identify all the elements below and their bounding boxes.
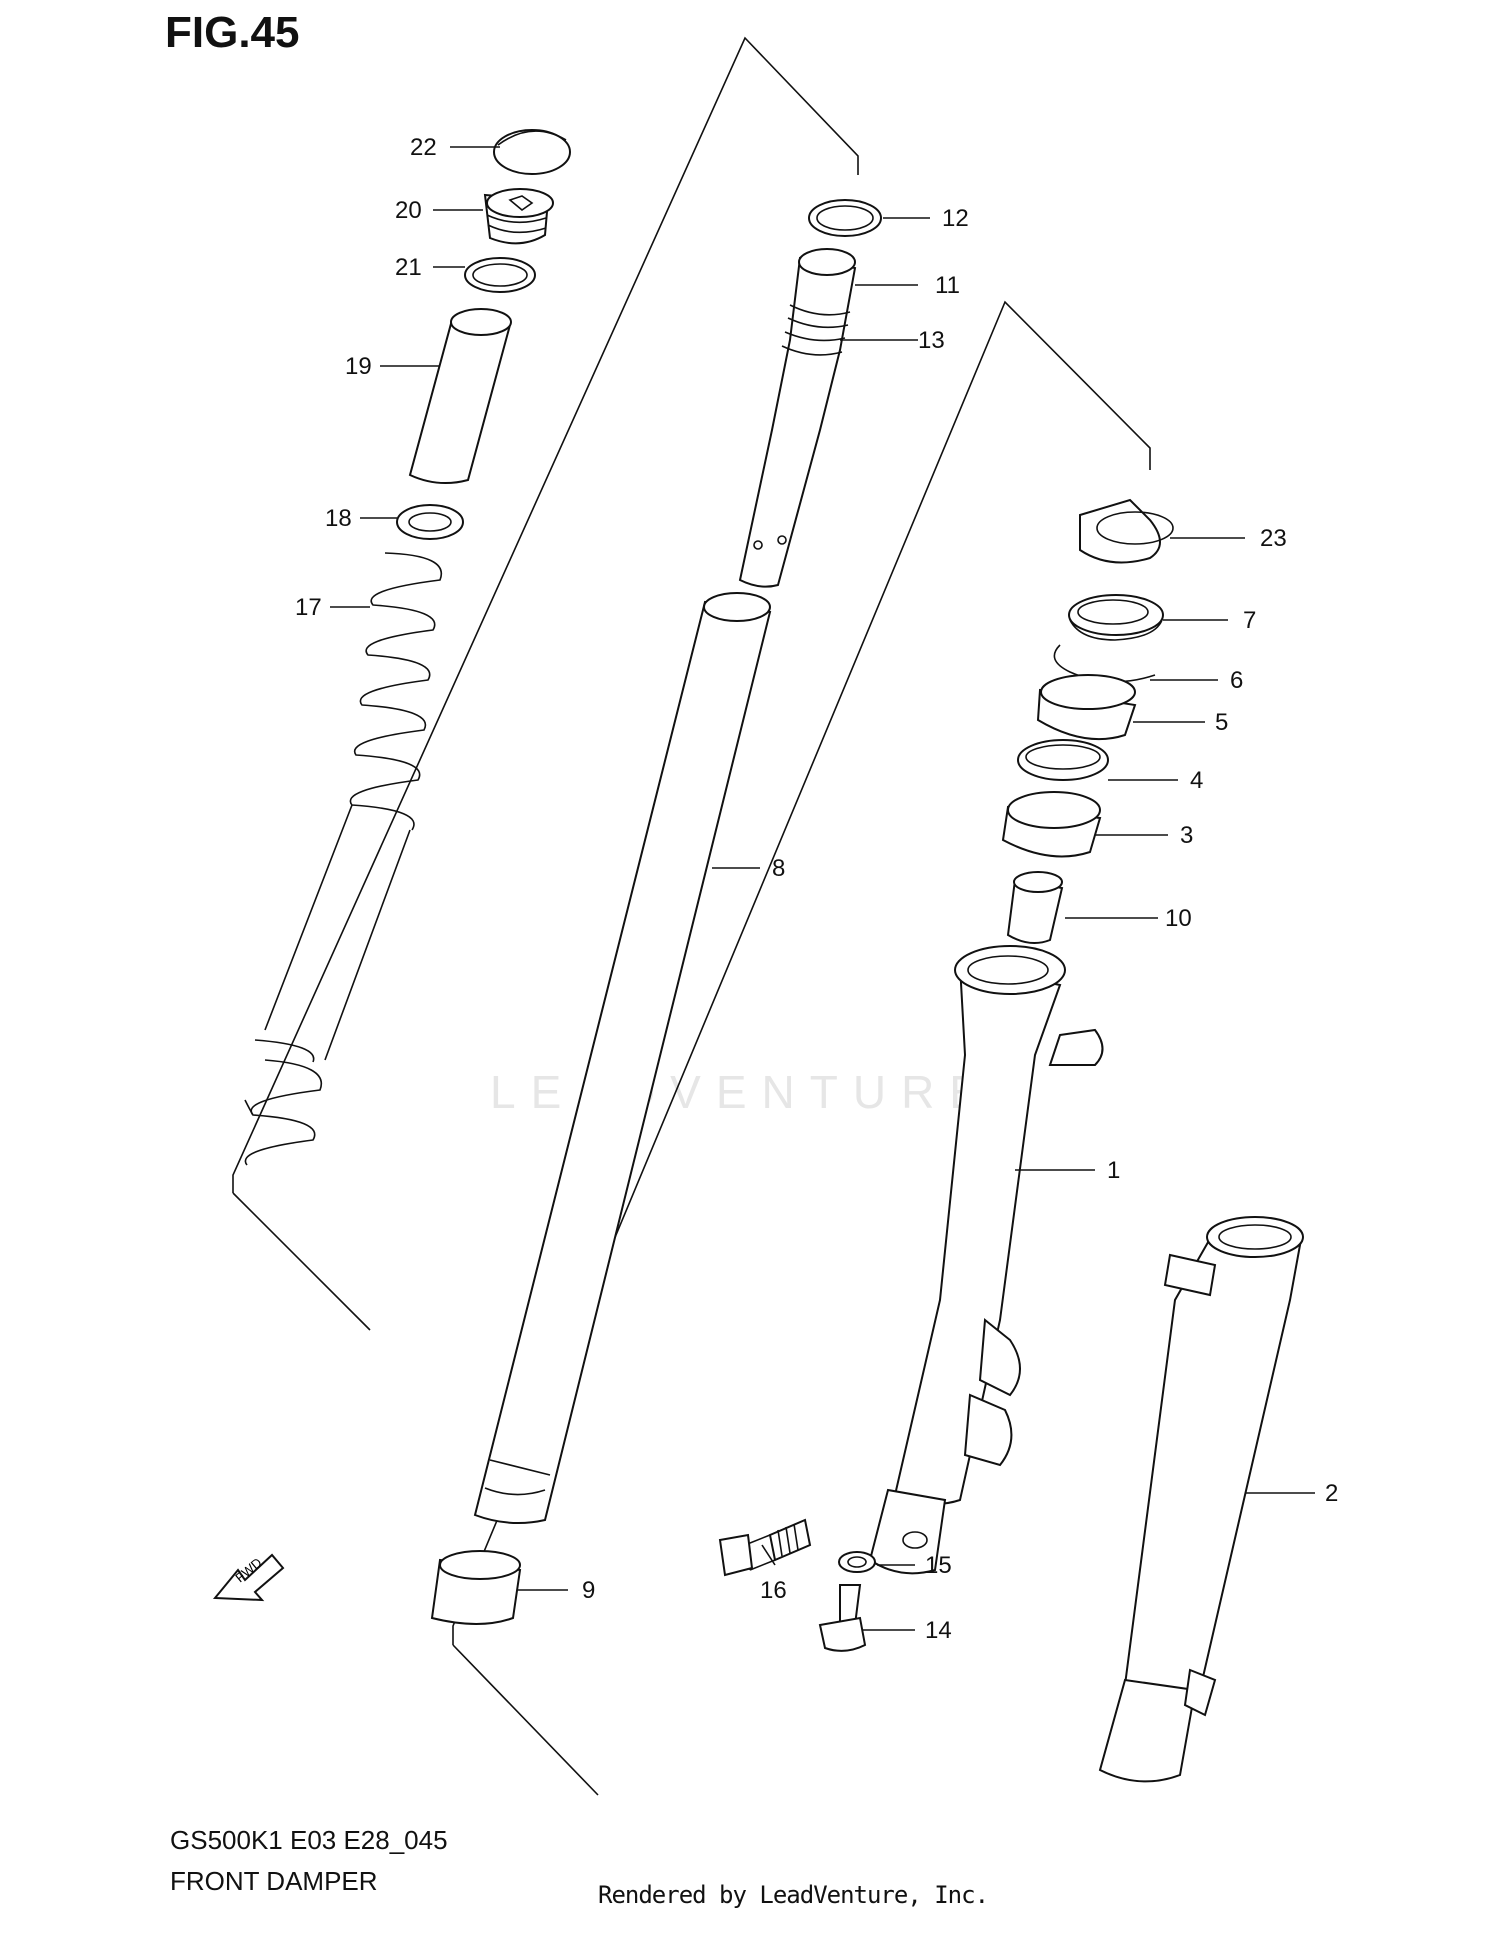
- callout-17: 17: [295, 594, 322, 621]
- part-23-dust-seal[interactable]: [1079, 498, 1174, 564]
- part-16-bolt[interactable]: [718, 1518, 812, 1577]
- render-credit: Rendered by LeadVenture, Inc.: [598, 1881, 989, 1909]
- part-7-oil-seal[interactable]: [1068, 594, 1164, 641]
- callout-14: 14: [925, 1617, 952, 1644]
- fwd-arrow-icon: FWD: [212, 1553, 285, 1602]
- callout-7: 7: [1243, 607, 1256, 634]
- figure-title: FIG.45: [165, 8, 300, 57]
- part-18-washer[interactable]: [396, 504, 464, 540]
- callout-23: 23: [1260, 525, 1287, 552]
- callout-13: 13: [918, 327, 945, 354]
- callout-20: 20: [395, 197, 422, 224]
- part-8-fork-tube[interactable]: [473, 592, 772, 1524]
- group-boundary-lines: [232, 36, 1151, 1796]
- watermark: LEADVENTURE: [490, 1066, 995, 1118]
- part-1-outer-tube-right[interactable]: [868, 945, 1104, 1575]
- part-22-cap[interactable]: [493, 129, 571, 175]
- leader-lines: [330, 146, 1315, 1631]
- part-21-o-ring[interactable]: [464, 257, 536, 293]
- section-name: FRONT DAMPER: [170, 1866, 378, 1896]
- part-6-clip[interactable]: [1053, 644, 1156, 683]
- part-9-bushing[interactable]: [430, 1550, 522, 1625]
- callout-6: 6: [1230, 667, 1243, 694]
- callout-8: 8: [772, 855, 785, 882]
- part-12-ring[interactable]: [808, 199, 882, 237]
- callout-10: 10: [1165, 905, 1192, 932]
- callout-4: 4: [1190, 767, 1203, 794]
- part-15-washer[interactable]: [838, 1551, 876, 1573]
- callout-3: 3: [1180, 822, 1193, 849]
- callout-16: 16: [760, 1577, 787, 1604]
- part-4-guide-bushing[interactable]: [1017, 739, 1109, 781]
- callout-5: 5: [1215, 709, 1228, 736]
- part-14-bolt[interactable]: [818, 1584, 867, 1652]
- callout-12: 12: [942, 205, 969, 232]
- model-code: GS500K1 E03 E28_045: [170, 1825, 448, 1855]
- callout-labels: 22 20 21 19 18 17 12 11 13 8 9 23 7 6 5 …: [295, 134, 1338, 1644]
- part-17-spring[interactable]: [244, 552, 443, 1166]
- part-3-slide-bushing[interactable]: [1001, 791, 1102, 858]
- callout-2: 2: [1325, 1480, 1338, 1507]
- callout-21: 21: [395, 254, 422, 281]
- part-11-13-damper-rod[interactable]: [738, 248, 857, 588]
- part-20-bolt[interactable]: [483, 188, 554, 245]
- part-5-seat[interactable]: [1036, 674, 1137, 741]
- part-19-spacer[interactable]: [408, 308, 512, 485]
- callout-9: 9: [582, 1577, 595, 1604]
- callout-19: 19: [345, 353, 372, 380]
- callout-15: 15: [925, 1552, 952, 1579]
- callout-1: 1: [1107, 1157, 1120, 1184]
- callout-18: 18: [325, 505, 352, 532]
- part-inner-tube: [264, 804, 411, 1061]
- callout-11: 11: [935, 272, 960, 299]
- part-2-outer-tube-left[interactable]: [1098, 1216, 1304, 1783]
- callout-22: 22: [410, 134, 437, 161]
- part-10-oil-lock[interactable]: [1006, 871, 1064, 945]
